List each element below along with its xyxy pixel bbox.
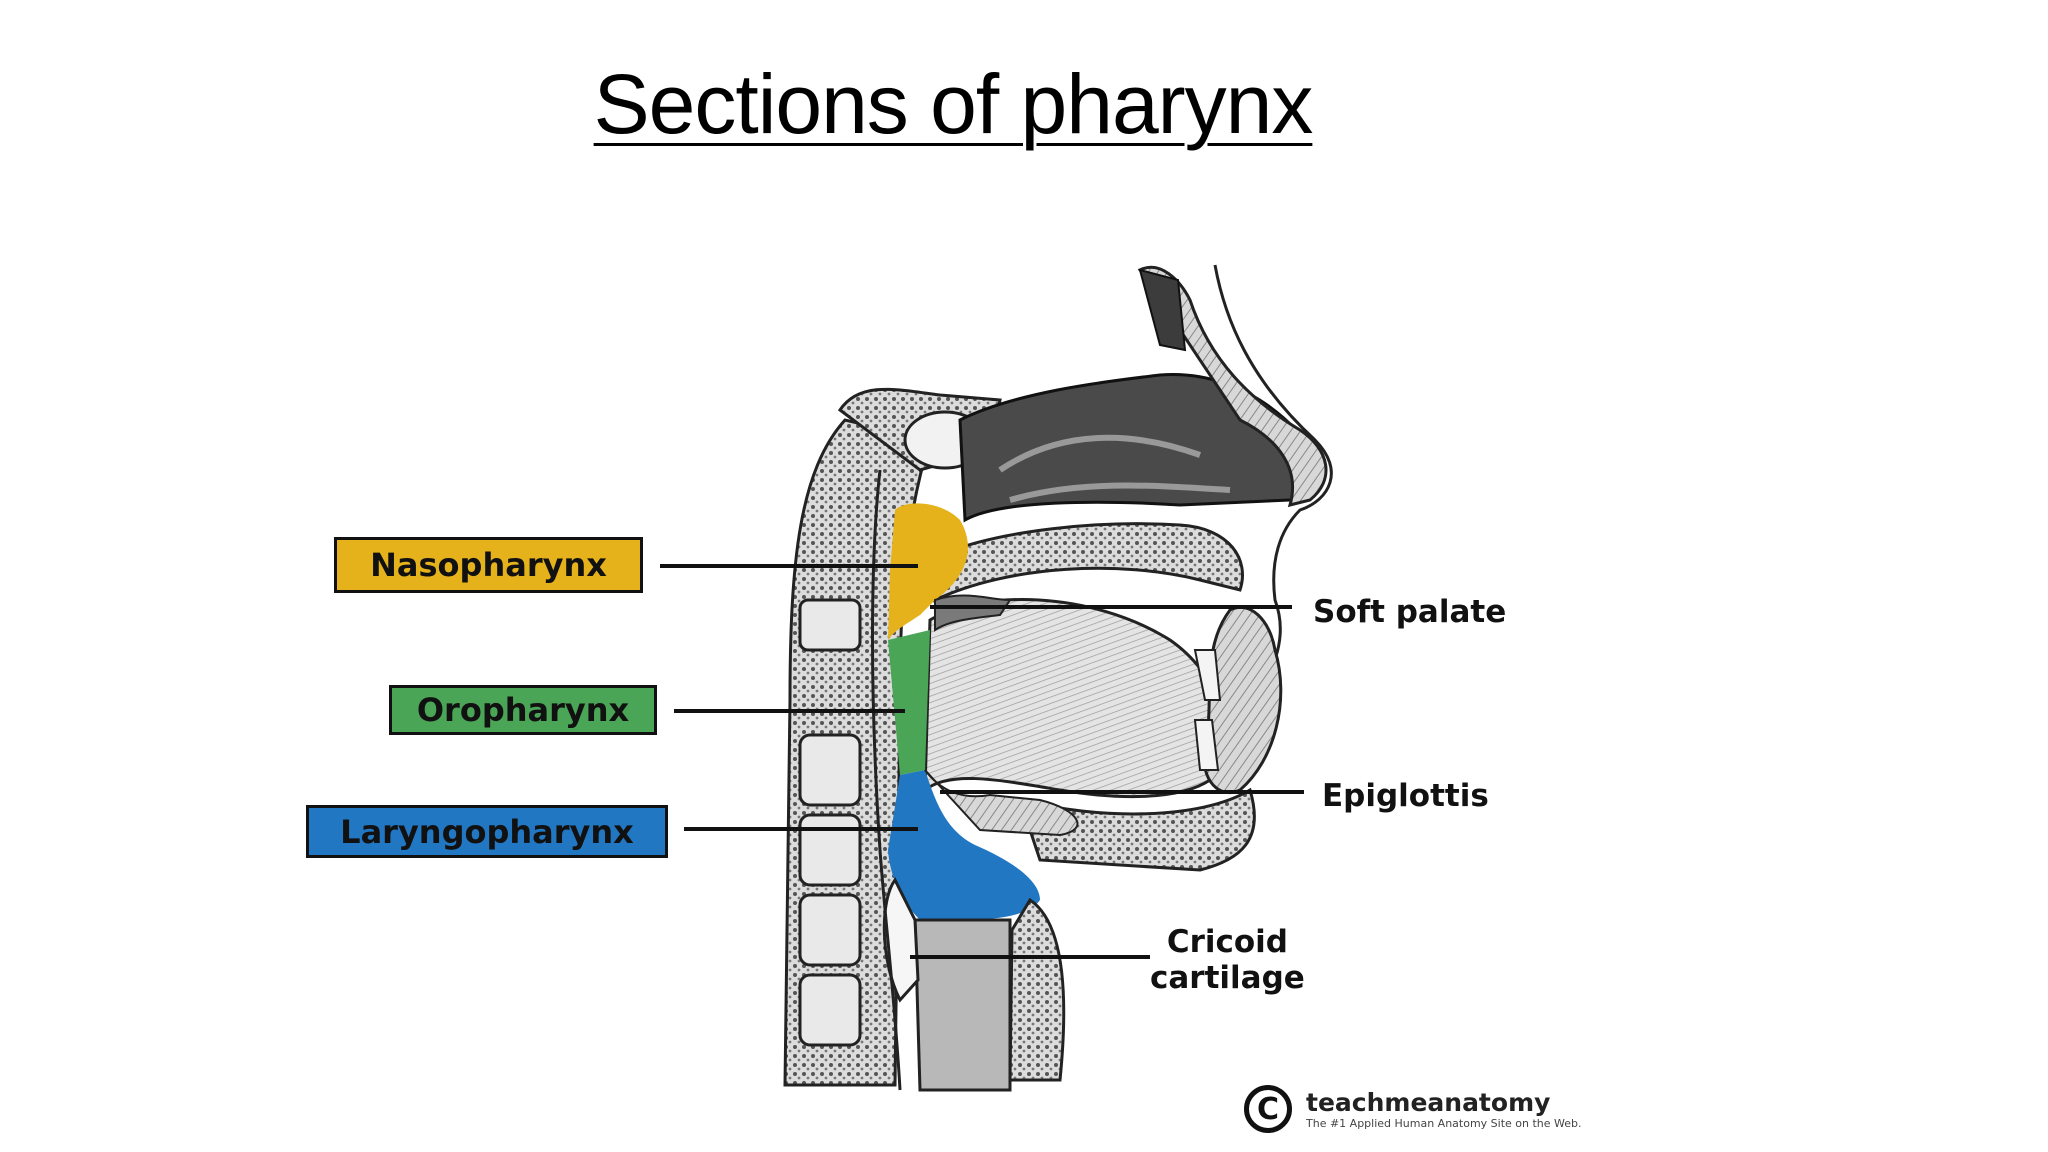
nasopharynx-label: Nasopharynx bbox=[334, 537, 643, 593]
slide-title: Sections of pharynx bbox=[593, 57, 1314, 151]
cricoid-cartilage-label: Cricoid cartilage bbox=[1150, 924, 1305, 996]
watermark-name: teachmeanatomy bbox=[1306, 1087, 1551, 1117]
oropharynx-label: Oropharynx bbox=[389, 685, 657, 735]
epiglottis-label: Epiglottis bbox=[1322, 778, 1489, 814]
nose bbox=[1137, 265, 1328, 508]
nasal-bone bbox=[1138, 268, 1187, 352]
hard-palate bbox=[933, 522, 1244, 603]
leader-lines bbox=[660, 564, 1304, 959]
vertebrae bbox=[798, 598, 862, 1047]
nasopharynx-region bbox=[888, 503, 968, 640]
trachea bbox=[913, 918, 1012, 1092]
tongue bbox=[923, 598, 1224, 799]
watermark-tagline: The #1 Applied Human Anatomy Site on the… bbox=[1306, 1116, 1582, 1130]
soft-palate-tissue bbox=[934, 594, 1012, 632]
epiglottis-tissue bbox=[924, 769, 1079, 837]
cricoid-area bbox=[882, 877, 920, 1003]
laryngopharynx-label: Laryngopharynx bbox=[306, 805, 668, 858]
teeth bbox=[1193, 649, 1222, 771]
cricoid-label-line2: cartilage bbox=[1150, 960, 1305, 996]
cricoid-label-line1: Cricoid bbox=[1166, 924, 1288, 960]
laryngopharynx-region bbox=[888, 770, 1040, 920]
thyroid-area bbox=[1008, 897, 1066, 1082]
watermark: C teachmeanatomy The #1 Applied Human An… bbox=[1244, 1085, 1582, 1133]
soft-palate-label: Soft palate bbox=[1313, 594, 1507, 630]
oropharynx-region bbox=[888, 630, 930, 775]
nasal-turbinates bbox=[998, 434, 1231, 503]
face-outline bbox=[1213, 264, 1333, 702]
copyright-icon: C bbox=[1244, 1085, 1292, 1133]
